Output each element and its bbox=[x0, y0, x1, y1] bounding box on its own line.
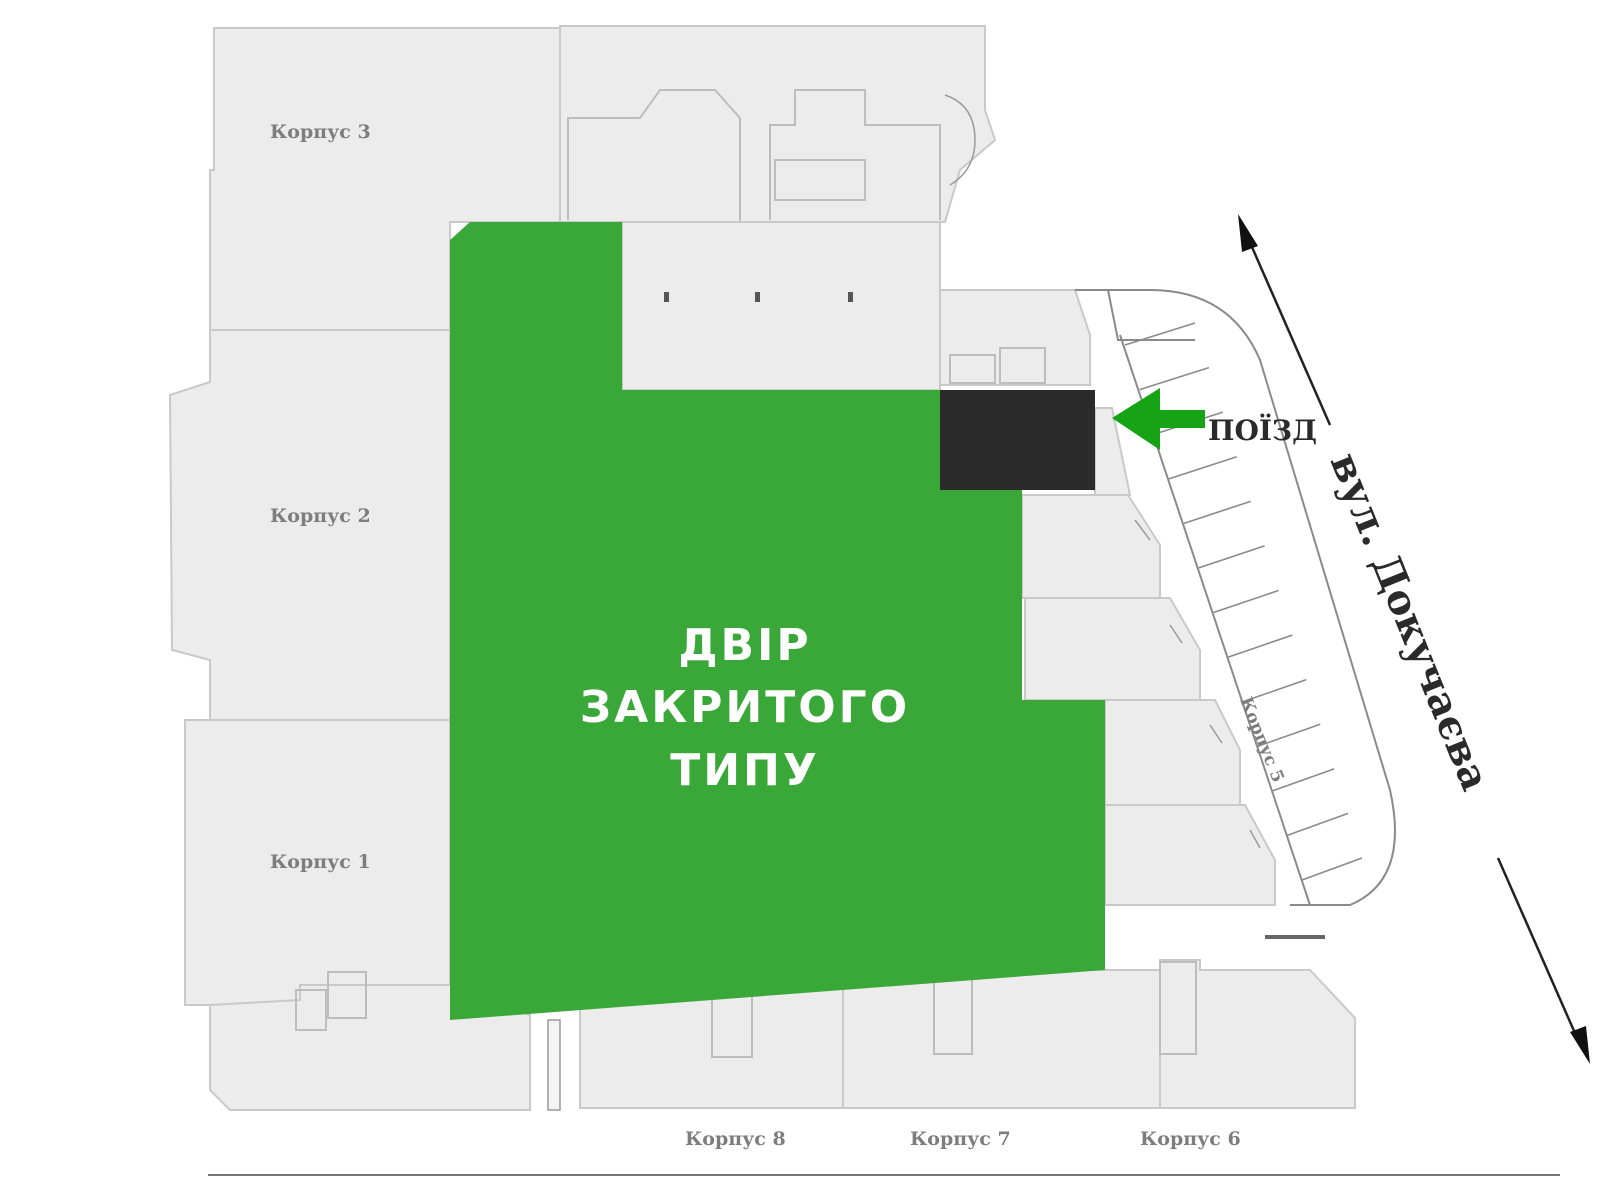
parking-stall-line bbox=[1139, 366, 1210, 391]
entrance-building bbox=[940, 390, 1095, 490]
label-korpus-3: Корпус 3 bbox=[270, 121, 371, 143]
parking-stall-line bbox=[1124, 322, 1196, 346]
parking-stall-line bbox=[1169, 455, 1237, 480]
yard-label-line-2: ЗАКРИТОГО bbox=[580, 682, 910, 733]
label-korpus-8: Корпус 8 bbox=[685, 1128, 786, 1150]
parking-stall-line bbox=[1257, 723, 1321, 748]
building-gallery-top bbox=[621, 221, 941, 391]
entrance-arrow-icon bbox=[1112, 388, 1205, 450]
direction-arrow-down-icon bbox=[1496, 857, 1590, 1064]
parking-stall-line bbox=[1272, 768, 1335, 792]
building-korpus-6 bbox=[1159, 959, 1356, 1109]
parking-stall-line bbox=[1286, 812, 1349, 837]
parking-stall-line bbox=[1183, 500, 1251, 525]
label-korpus-2: Корпус 2 bbox=[270, 505, 371, 527]
label-korpus-6: Корпус 6 bbox=[1140, 1128, 1241, 1150]
street-parking bbox=[1075, 289, 1396, 906]
yard-label-line-3: ТИПУ bbox=[670, 745, 820, 796]
gate-pillar bbox=[547, 1019, 561, 1111]
parking-stall-line bbox=[1242, 678, 1307, 703]
parking-stall-line bbox=[1198, 545, 1265, 569]
parking-stall-line bbox=[1301, 857, 1363, 881]
parking-stall-line bbox=[1227, 634, 1293, 658]
label-korpus-1: Корпус 1 bbox=[270, 851, 371, 873]
direction-arrow-up-icon bbox=[1238, 214, 1332, 426]
label-korpus-5: Корпус 5 bbox=[1235, 694, 1287, 785]
street-label: вул. Докучаєва bbox=[1321, 446, 1499, 797]
building-korpus-5 bbox=[939, 289, 1276, 906]
parking-stall-line bbox=[1213, 589, 1279, 614]
barrier bbox=[1265, 935, 1325, 939]
yard-label-line-1: ДВІР bbox=[678, 620, 811, 671]
label-korpus-7: Корпус 7 bbox=[910, 1128, 1011, 1150]
entrance-label: ПОЇЗД bbox=[1208, 413, 1317, 447]
closed-courtyard bbox=[450, 222, 1105, 1020]
building-top-middle bbox=[559, 25, 997, 223]
